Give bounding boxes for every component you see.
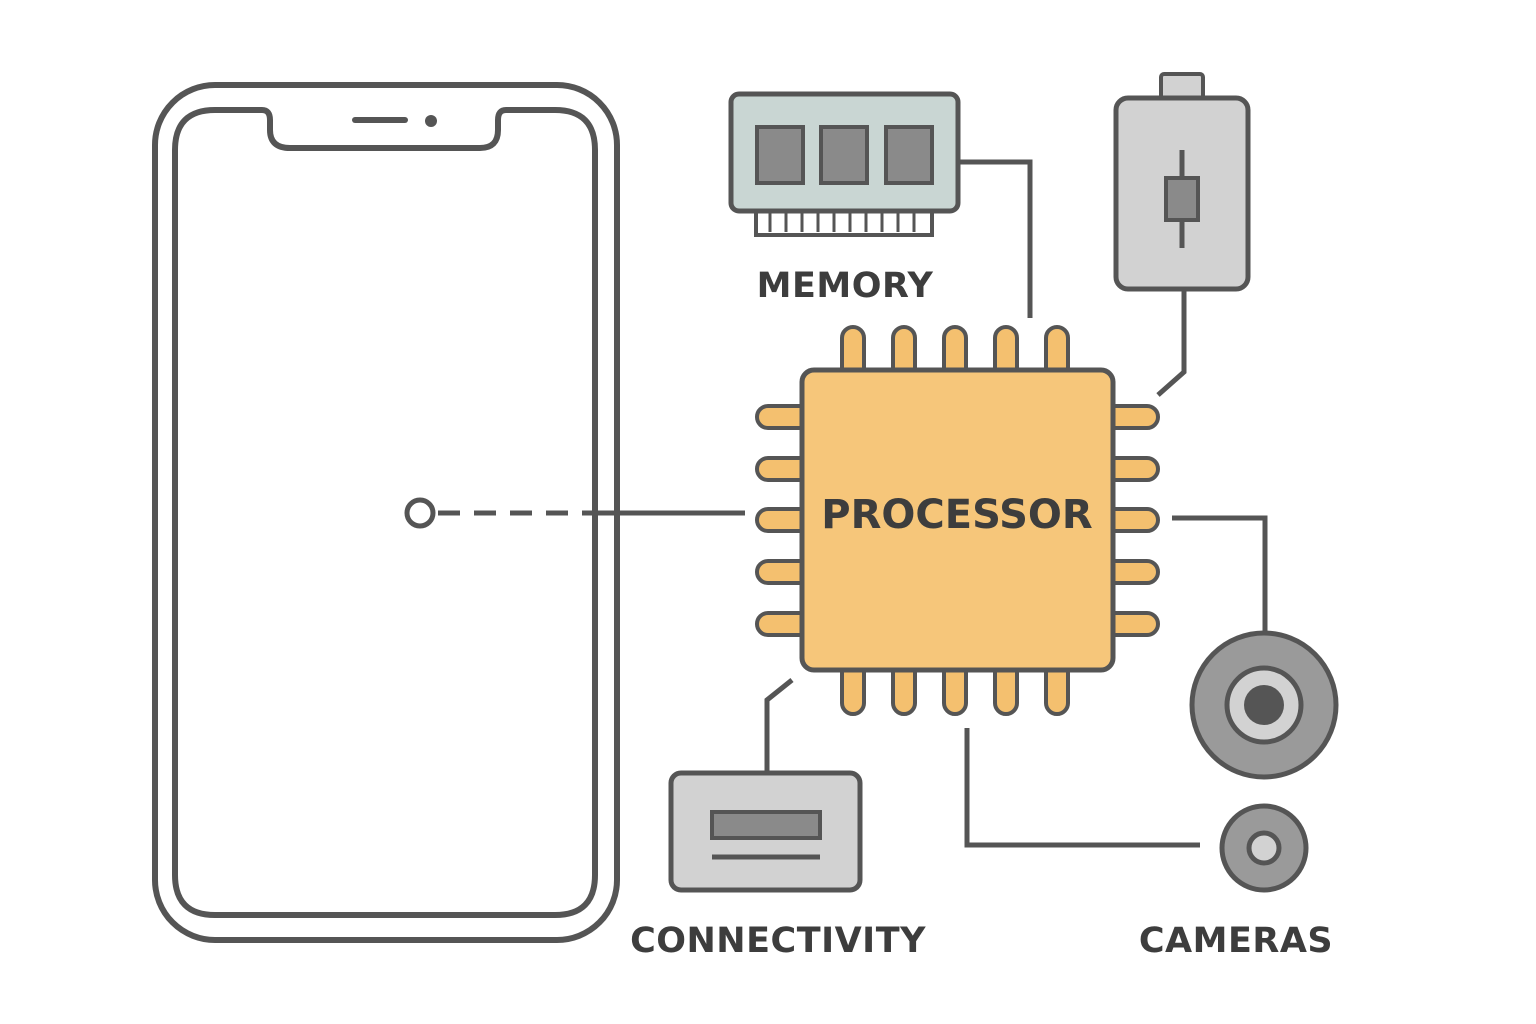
phone-link-node [404,497,436,529]
processor-label: PROCESSOR [821,492,1092,538]
port-slot [710,810,822,840]
connectivity-port-icon: CONNECTIVITY [630,770,926,961]
memory-label: MEMORY [757,266,934,306]
camera-large-link [1172,515,1268,636]
connection-lines [404,159,1268,848]
connectivity-label: CONNECTIVITY [630,921,926,961]
battery-symbol-block [1164,176,1200,222]
chip-body [799,367,1116,673]
camera-small-link [964,728,1200,848]
phone-icon [152,82,620,943]
phone-screen-with-notch [172,107,598,918]
memory-module-icon: MEMORY [728,91,961,306]
cameras-label: CAMERAS [1139,921,1333,961]
camera-large-icon [1189,630,1339,780]
memory-contact-pins [768,210,916,232]
memory-link [960,159,1033,318]
connectivity-link [764,678,794,773]
battery-link [1156,290,1187,397]
camera-small-icon [1219,803,1309,893]
processor-chip-icon: PROCESSOR [755,325,1160,716]
chip-pins [755,325,1160,716]
front-camera-dot [425,115,437,127]
battery-icon [1113,72,1251,292]
memory-chips [755,125,934,185]
